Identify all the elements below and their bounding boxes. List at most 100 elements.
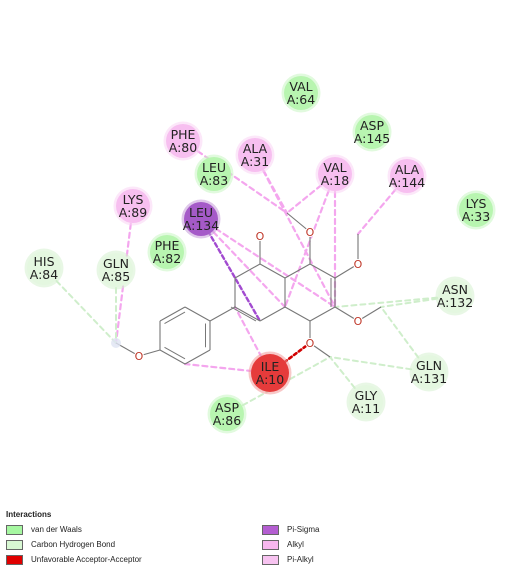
bond (234, 306, 261, 322)
legend-swatch (6, 524, 23, 535)
bond (259, 306, 286, 322)
double-bond (164, 311, 186, 324)
residue-number: A:80 (169, 140, 197, 155)
interaction-line-alkyl (253, 153, 337, 309)
bond (159, 349, 186, 365)
residue-name: VAL (323, 160, 346, 175)
residue-number: A:31 (241, 154, 269, 169)
bond (284, 263, 311, 279)
residue-name: LEU (202, 160, 226, 175)
bond (309, 306, 336, 322)
residue-number: A:11 (352, 401, 380, 416)
interaction-line-alkyl (199, 217, 287, 309)
residue-name: PHE (155, 238, 180, 253)
legend-swatch (262, 539, 279, 550)
legend-label: Carbon Hydrogen Bond (31, 540, 116, 549)
residue-number: A:83 (200, 173, 228, 188)
residue-number: A:89 (119, 205, 147, 220)
residue-number: A:86 (213, 413, 241, 428)
residue-number: A:144 (389, 175, 425, 190)
legend-item-pi-sigma: Pi-Sigma (262, 524, 319, 535)
oxygen-atom-label: O (306, 337, 315, 350)
legend-swatch (262, 524, 279, 535)
oxygen-bg (305, 227, 315, 237)
residue-number: A:10 (256, 372, 284, 387)
legend-item-carbon-hydrogen-bond: Carbon Hydrogen Bond (6, 539, 115, 550)
residue-number: A:18 (321, 173, 349, 188)
oxygen-atom-label: O (354, 258, 363, 271)
residue-number: A:134 (183, 218, 219, 233)
residue-name: GLY (355, 388, 378, 403)
legend-item-van-der-waals: van der Waals (6, 524, 82, 535)
residue-name: VAL (289, 79, 312, 94)
interaction-line-pisigma (199, 217, 262, 323)
residue-name: ALA (243, 141, 268, 156)
legend-item-alkyl: Alkyl (262, 539, 304, 550)
double-bond (164, 346, 186, 360)
residue-number: A:84 (30, 267, 58, 282)
residue-number: A:33 (462, 209, 490, 224)
interaction-legend: Interactions van der Waals Carbon Hydrog… (6, 510, 516, 570)
legend-swatch (6, 554, 23, 565)
legend-label: van der Waals (31, 525, 82, 534)
bond (284, 306, 311, 322)
legend-swatch (6, 539, 23, 550)
oxygen-bg (353, 316, 363, 326)
residue-name: ASP (215, 400, 239, 415)
residue-number: A:85 (102, 269, 130, 284)
legend-label: Pi-Alkyl (287, 555, 314, 564)
oxygen-atom-label: O (256, 230, 265, 243)
double-bond (230, 306, 257, 322)
atom-highlight (111, 338, 121, 348)
residue-name: PHE (171, 127, 196, 142)
residue-name: LEU (189, 205, 213, 220)
bond (209, 306, 236, 322)
oxygen-bg (353, 259, 363, 269)
interaction-line-alkyl (199, 217, 337, 309)
oxygen-bg (134, 351, 144, 361)
residue-number: A:145 (354, 131, 390, 146)
legend-title: Interactions (6, 510, 52, 519)
interaction-line-alkyl (181, 139, 289, 215)
oxygen-atom-label: O (135, 350, 144, 363)
legend-label: Unfavorable Acceptor-Acceptor (31, 555, 142, 564)
bond (234, 263, 261, 279)
legend-item-unfavorable-acceptor: Unfavorable Acceptor-Acceptor (6, 554, 142, 565)
bond (259, 263, 286, 279)
residue-name: ASP (360, 118, 384, 133)
legend-label: Alkyl (287, 540, 304, 549)
oxygen-atom-label: O (354, 315, 363, 328)
residue-name: GLN (416, 358, 442, 373)
interaction-line-chbond (334, 295, 456, 308)
oxygen-atom-label: O (306, 226, 315, 239)
residue-number: A:82 (153, 251, 181, 266)
residue-name: GLN (103, 256, 129, 271)
residue-number: A:131 (411, 371, 447, 386)
residue-name: ILE (261, 359, 280, 374)
ligand-structure: O O O O O O (111, 212, 382, 365)
residue-number: A:64 (287, 92, 315, 107)
bond (309, 263, 336, 279)
bond (184, 306, 211, 322)
interaction-line-chbond (329, 356, 430, 373)
residue-name: ASN (442, 282, 468, 297)
bond (184, 349, 211, 365)
